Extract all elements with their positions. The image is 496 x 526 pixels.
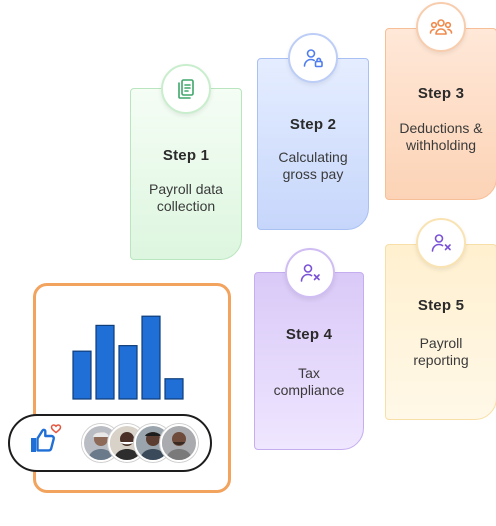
step-3-description-line-2: withholding <box>405 137 477 153</box>
step-4-icon-badge <box>285 248 335 298</box>
step-4-title: Step 4 <box>285 326 333 343</box>
chart-bar-4 <box>141 315 161 400</box>
step-2-description-line-2: gross pay <box>282 166 344 182</box>
mini-bar-chart <box>72 315 184 400</box>
step-1-description-line-1: Payroll data <box>149 181 223 197</box>
step-1-title: Step 1 <box>162 147 210 164</box>
thumbs-up-heart-icon[interactable] <box>28 423 66 462</box>
step-5-icon-badge <box>416 218 466 268</box>
document-icon <box>174 77 198 101</box>
group-icon <box>428 15 454 39</box>
chart-bar-2 <box>95 324 115 400</box>
user-lock-icon <box>301 46 325 70</box>
chart-bar-1 <box>72 350 92 400</box>
step-1-icon-badge <box>161 64 211 114</box>
step-3-description-line-1: Deductions & <box>399 120 483 136</box>
step-2-description-line-1: Calculating <box>278 149 348 165</box>
chart-bar-5 <box>164 378 184 400</box>
user-remove-icon <box>429 231 453 255</box>
step-5-title: Step 5 <box>417 297 465 314</box>
avatar-person-4 <box>160 424 198 462</box>
chart-bar-3 <box>118 345 138 400</box>
step-3-icon-badge <box>416 2 466 52</box>
step-4-card: Step 4 Tax compliance <box>254 272 364 450</box>
step-1-card: Step 1 Payroll data collection <box>130 88 242 260</box>
step-4-description-line-1: Tax <box>298 365 320 381</box>
step-2-card: Step 2 Calculating gross pay <box>257 58 369 230</box>
step-2-icon-badge <box>288 33 338 83</box>
step-1-description-line-2: collection <box>156 198 216 214</box>
step-5-description-line-1: Payroll <box>419 335 463 351</box>
step-3-card: Step 3 Deductions & withholding <box>385 28 496 200</box>
step-4-description-line-2: compliance <box>273 382 345 398</box>
step-2-title: Step 2 <box>289 116 337 133</box>
user-remove-icon <box>298 261 322 285</box>
step-5-description-line-2: reporting <box>413 352 469 368</box>
step-5-card: Step 5 Payroll reporting <box>385 244 496 420</box>
step-3-title: Step 3 <box>417 85 465 102</box>
